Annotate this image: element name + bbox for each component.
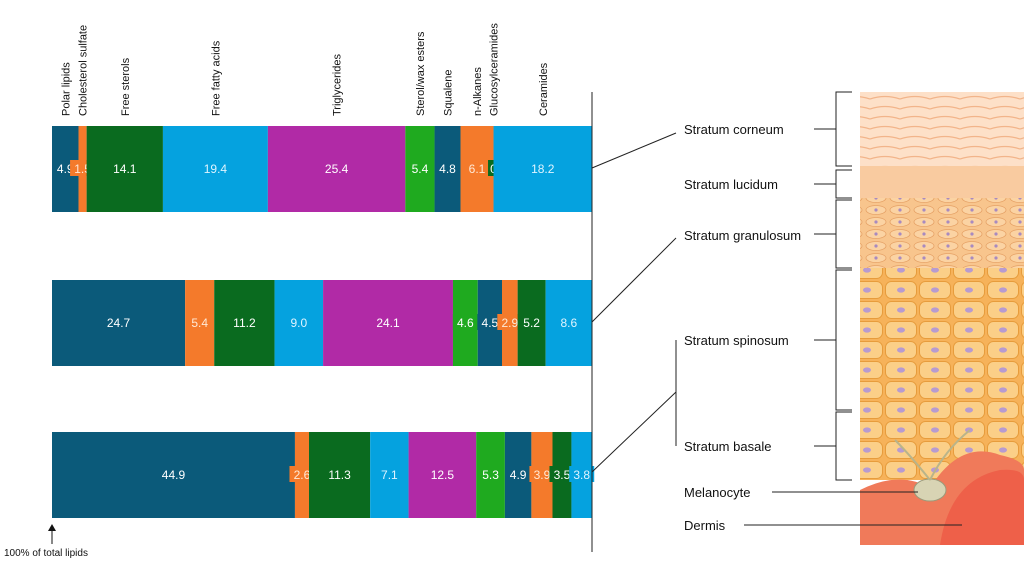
data-label-polar-lipids-row2: 24.7 xyxy=(107,316,131,330)
data-label-background xyxy=(497,314,523,330)
footnote-group: 100% of total lipids xyxy=(4,524,88,559)
bracket-spinosum xyxy=(814,269,852,411)
data-label-background xyxy=(569,466,595,482)
layer-labels: Stratum corneum Stratum lucidum Stratum … xyxy=(684,122,801,533)
data-label-triglycerides-row1: 25.4 xyxy=(325,162,349,176)
data-label-free-sterols-row2: 11.2 xyxy=(233,316,256,330)
label-stratum-basale: Stratum basale xyxy=(684,439,771,454)
data-label-free-fatty-acids-row3: 7.1 xyxy=(381,468,398,482)
data-label-free-fatty-acids-row2: 9.0 xyxy=(290,316,307,330)
data-label-squalene-row2: 4.5 xyxy=(482,316,499,330)
data-label-free-sterols-row1: 14.1 xyxy=(113,162,137,176)
label-stratum-corneum: Stratum corneum xyxy=(684,122,784,137)
header-ceramides: Ceramides xyxy=(538,62,550,116)
footnote-text: 100% of total lipids xyxy=(4,548,88,559)
layer-brackets xyxy=(744,91,962,526)
stacked-bars: 4.91.514.119.425.45.44.86.1018.224.75.41… xyxy=(52,126,595,518)
bar-segment-free-sterols-row2 xyxy=(214,280,275,366)
bracket-basale xyxy=(814,411,852,481)
data-label-n-alkanes-row2: 2.9 xyxy=(501,316,518,330)
bracket-corneum xyxy=(814,91,852,167)
data-label-ceramides-row2: 8.6 xyxy=(560,316,577,330)
data-label-triglycerides-row2: 24.1 xyxy=(376,316,400,330)
data-label-background xyxy=(477,314,503,330)
bar-segment-free-sterols-row3 xyxy=(309,432,371,518)
skin-illustration xyxy=(860,92,1024,545)
melanocyte-cell xyxy=(913,478,947,502)
data-label-squalene-row3: 4.9 xyxy=(510,468,527,482)
bar-segment-free-fatty-acids-row2 xyxy=(274,280,324,366)
data-label-n-alkanes-row3: 3.9 xyxy=(534,468,551,482)
bracket-granulosum xyxy=(814,199,852,269)
bar-segment-free-sterols-row1 xyxy=(86,126,163,212)
label-dermis: Dermis xyxy=(684,518,726,533)
bar-segment-polar-lipids-row2 xyxy=(52,280,186,366)
bar-segment-free-fatty-acids-row1 xyxy=(162,126,268,212)
data-label-triglycerides-row3: 12.5 xyxy=(431,468,455,482)
data-label-background xyxy=(289,466,315,482)
data-label-free-fatty-acids-row1: 19.4 xyxy=(204,162,228,176)
bar-segment-free-fatty-acids-row3 xyxy=(370,432,409,518)
data-label-cholesterol-sulfate-row3: 2.6 xyxy=(294,468,311,482)
connector-spinosum-basale xyxy=(591,340,677,473)
footnote-arrow-icon xyxy=(48,524,56,531)
lucidum-region xyxy=(860,166,1024,198)
data-label-glucosylceramides-row3: 3.5 xyxy=(554,468,571,482)
corneum-region xyxy=(860,92,1024,166)
data-label-background xyxy=(452,314,478,330)
column-headers: Polar lipids Cholesterol sulfate Free ster… xyxy=(60,23,550,116)
data-label-polar-lipids-row3: 44.9 xyxy=(162,468,186,482)
bar-segment-triglycerides-row1 xyxy=(267,126,406,212)
header-triglycerides: Triglycerides xyxy=(332,54,344,116)
dermis-highlight xyxy=(940,469,1024,545)
data-label-polar-lipids-row1: 4.9 xyxy=(57,162,74,176)
data-label-free-sterols-row3: 11.3 xyxy=(328,468,351,482)
bar-segment-sterol-wax-esters-row1 xyxy=(405,126,435,212)
header-n-alkanes: n-Alkanes xyxy=(472,67,484,116)
data-label-cholesterol-sulfate-row2: 5.4 xyxy=(191,316,208,330)
header-sterol-wax-esters: Sterol/wax esters xyxy=(415,31,427,116)
data-label-ceramides-row1: 18.2 xyxy=(531,162,555,176)
bar-segment-squalene-row1 xyxy=(434,126,461,212)
label-stratum-spinosum: Stratum spinosum xyxy=(684,333,789,348)
label-melanocyte: Melanocyte xyxy=(684,485,750,500)
data-label-background xyxy=(529,466,555,482)
data-label-sterol-wax-esters-row3: 5.3 xyxy=(482,468,499,482)
spinosum-region xyxy=(860,268,1024,410)
data-label-squalene-row1: 4.8 xyxy=(439,162,456,176)
header-glucosylceramides: Glucosylceramides xyxy=(489,23,501,116)
bar-segment-ceramides-row2 xyxy=(545,280,592,366)
bar-segment-n-alkanes-row1 xyxy=(460,126,494,212)
bar-segment-triglycerides-row2 xyxy=(323,280,453,366)
header-squalene: Squalene xyxy=(443,70,455,117)
melanocyte-dendrite xyxy=(894,429,971,481)
bar-connectors xyxy=(591,132,677,473)
data-label-glucosylceramides-row2: 5.2 xyxy=(523,316,540,330)
bar-segment-glucosylceramides-row2 xyxy=(517,280,546,366)
bar-segment-polar-lipids-row3 xyxy=(52,432,295,518)
granulosum-region xyxy=(860,198,1024,268)
bracket-lucidum xyxy=(814,169,852,199)
data-label-sterol-wax-esters-row2: 4.6 xyxy=(457,316,474,330)
bar-segment-cholesterol-sulfate-row2 xyxy=(185,280,215,366)
data-label-sterol-wax-esters-row1: 5.4 xyxy=(412,162,429,176)
label-stratum-granulosum: Stratum granulosum xyxy=(684,228,801,243)
bar-segment-squalene-row3 xyxy=(504,432,532,518)
bar-segment-sterol-wax-esters-row3 xyxy=(476,432,505,518)
connector-corneum xyxy=(591,132,677,169)
data-label-ceramides-row3: 3.8 xyxy=(573,468,590,482)
bar-segment-triglycerides-row3 xyxy=(408,432,477,518)
header-free-fatty-acids: Free fatty acids xyxy=(210,40,222,116)
header-cholesterol-sulfate: Cholesterol sulfate xyxy=(78,25,90,116)
label-stratum-lucidum: Stratum lucidum xyxy=(684,177,778,192)
connector-granulosum xyxy=(591,237,677,323)
data-label-background xyxy=(549,466,575,482)
data-label-n-alkanes-row1: 6.1 xyxy=(469,162,486,176)
header-polar-lipids: Polar lipids xyxy=(60,62,72,116)
bar-segment-ceramides-row1 xyxy=(493,126,592,212)
header-free-sterols: Free sterols xyxy=(120,57,132,116)
